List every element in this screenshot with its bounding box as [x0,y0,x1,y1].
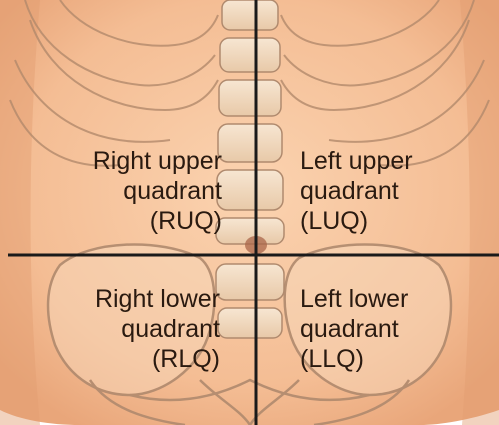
ruq-line2: quadrant [93,176,222,206]
quadrant-label-llq: Left lower quadrant (LLQ) [300,284,408,374]
llq-line3: (LLQ) [300,344,408,374]
luq-line1: Left upper [300,146,413,176]
quadrant-label-ruq: Right upper quadrant (RUQ) [93,146,222,236]
rlq-line2: quadrant [95,314,220,344]
llq-line2: quadrant [300,314,408,344]
llq-line1: Left lower [300,284,408,314]
ruq-line1: Right upper [93,146,222,176]
luq-line3: (LUQ) [300,206,413,236]
rlq-line3: (RLQ) [95,344,220,374]
rlq-line1: Right lower [95,284,220,314]
quadrant-label-rlq: Right lower quadrant (RLQ) [95,284,220,374]
luq-line2: quadrant [300,176,413,206]
quadrant-label-luq: Left upper quadrant (LUQ) [300,146,413,236]
ruq-line3: (RUQ) [93,206,222,236]
